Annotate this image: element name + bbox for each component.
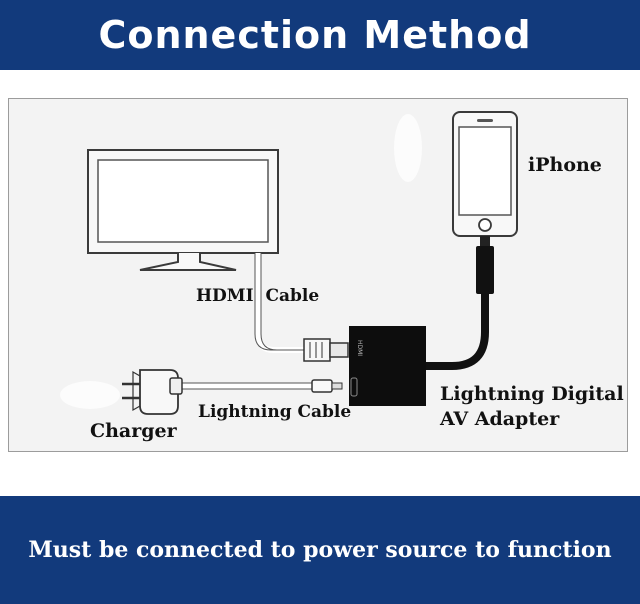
tv-monitor-icon (87, 149, 279, 271)
iphone-label: iPhone (528, 154, 602, 176)
iphone-icon (452, 111, 518, 237)
power-plug-icon (122, 369, 183, 415)
lightning-cable (178, 382, 312, 390)
adapter-cable (424, 236, 494, 370)
adapter-label-line1: Lightning Digital (440, 383, 624, 405)
charger-label: Charger (90, 420, 177, 442)
footer-banner: Must be connected to power source to fun… (0, 496, 640, 604)
adapter-label-line2: AV Adapter (440, 408, 560, 430)
hdmi-cable-label: HDMI Cable (196, 286, 320, 306)
lightning-cable-label: Lightning Cable (198, 402, 352, 422)
header-banner: Connection Method (0, 0, 640, 70)
hdmi-cable (254, 253, 307, 353)
lightning-connector-icon (311, 379, 343, 393)
av-adapter-icon: HDMI (349, 326, 426, 406)
page-title: Connection Method (98, 13, 532, 57)
power-notice: Must be connected to power source to fun… (28, 537, 612, 563)
hdmi-connector-icon (303, 338, 349, 362)
adapter-label: Lightning Digital AV Adapter (440, 382, 624, 432)
adapter-port-label: HDMI (356, 340, 363, 356)
